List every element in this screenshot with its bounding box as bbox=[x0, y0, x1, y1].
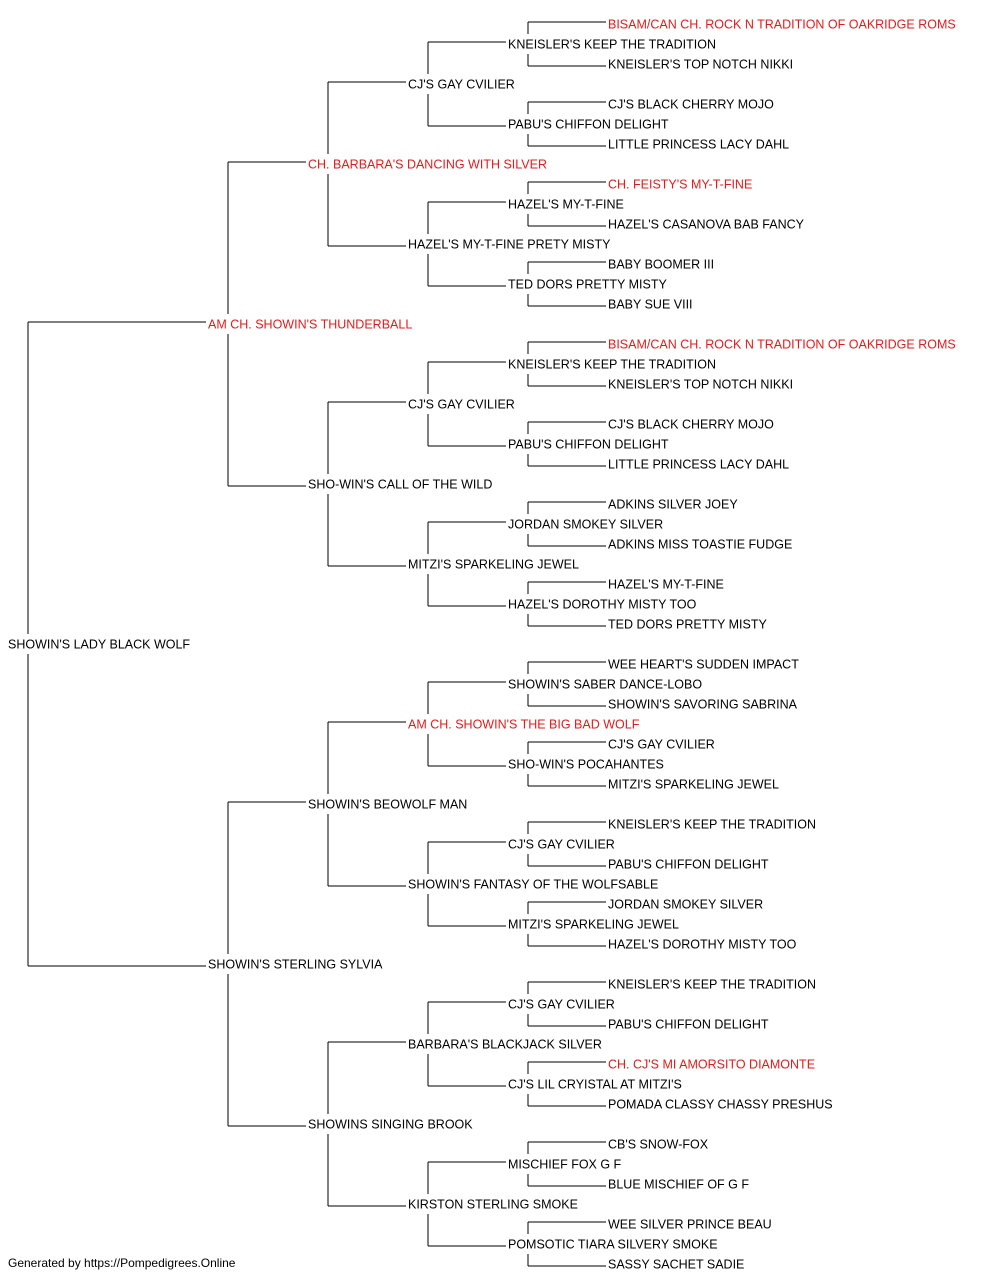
dog-name: SHOWIN'S FANTASY OF THE WOLFSABLE bbox=[408, 878, 658, 892]
dog-name: PABU'S CHIFFON DELIGHT bbox=[508, 118, 669, 132]
dog-name: BARBARA'S BLACKJACK SILVER bbox=[408, 1038, 602, 1052]
dog-name: POMSOTIC TIARA SILVERY SMOKE bbox=[508, 1238, 718, 1252]
dog-name: KNEISLER'S TOP NOTCH NIKKI bbox=[608, 378, 793, 392]
dog-name-champion: BISAM/CAN CH. ROCK N TRADITION OF OAKRID… bbox=[608, 18, 956, 32]
dog-name: CJ'S GAY CVILIER bbox=[508, 998, 615, 1012]
dog-name: ADKINS SILVER JOEY bbox=[608, 498, 738, 512]
dog-name: KIRSTON STERLING SMOKE bbox=[408, 1198, 578, 1212]
dog-name-champion: AM CH. SHOWIN'S THUNDERBALL bbox=[208, 318, 412, 332]
dog-name: SASSY SACHET SADIE bbox=[608, 1258, 744, 1272]
dog-name-champion: BISAM/CAN CH. ROCK N TRADITION OF OAKRID… bbox=[608, 338, 956, 352]
dog-name: KNEISLER'S KEEP THE TRADITION bbox=[608, 818, 816, 832]
dog-name-champion: CH. FEISTY'S MY-T-FINE bbox=[608, 178, 752, 192]
dog-name: SHOWIN'S STERLING SYLVIA bbox=[208, 958, 383, 972]
dog-name: MITZI'S SPARKELING JEWEL bbox=[608, 778, 779, 792]
dog-name: CJ'S GAY CVILIER bbox=[408, 398, 515, 412]
dog-name: BABY BOOMER III bbox=[608, 258, 714, 272]
dog-name: SHOWIN'S BEOWOLF MAN bbox=[308, 798, 467, 812]
dog-name: HAZEL'S MY-T-FINE bbox=[508, 198, 624, 212]
dog-name: BABY SUE VIII bbox=[608, 298, 693, 312]
dog-name: CB'S SNOW-FOX bbox=[608, 1138, 709, 1152]
dog-name: SHO-WIN'S POCAHANTES bbox=[508, 758, 664, 772]
dog-name: MITZI'S SPARKELING JEWEL bbox=[508, 918, 679, 932]
dog-name: PABU'S CHIFFON DELIGHT bbox=[508, 438, 669, 452]
dog-name: MITZI'S SPARKELING JEWEL bbox=[408, 558, 579, 572]
dog-name: CJ'S GAY CVILIER bbox=[408, 78, 515, 92]
dog-name: MISCHIEF FOX G F bbox=[508, 1158, 622, 1172]
dog-name: KNEISLER'S KEEP THE TRADITION bbox=[508, 358, 716, 372]
dog-name: PABU'S CHIFFON DELIGHT bbox=[608, 858, 769, 872]
dog-name: CJ'S LIL CRYISTAL AT MITZI'S bbox=[508, 1078, 682, 1092]
dog-name: SHOWIN'S LADY BLACK WOLF bbox=[8, 638, 190, 652]
footer-credit: Generated by https://Pompedigrees.Online bbox=[8, 1256, 236, 1270]
dog-name: TED DORS PRETTY MISTY bbox=[608, 618, 767, 632]
dog-name: CJ'S BLACK CHERRY MOJO bbox=[608, 418, 774, 432]
dog-name: CJ'S GAY CVILIER bbox=[508, 838, 615, 852]
dog-name: JORDAN SMOKEY SILVER bbox=[508, 518, 663, 532]
dog-name: HAZEL'S DOROTHY MISTY TOO bbox=[608, 938, 797, 952]
dog-name: HAZEL'S DOROTHY MISTY TOO bbox=[508, 598, 697, 612]
dog-name: WEE HEART'S SUDDEN IMPACT bbox=[608, 658, 799, 672]
dog-name: WEE SILVER PRINCE BEAU bbox=[608, 1218, 772, 1232]
dog-name: TED DORS PRETTY MISTY bbox=[508, 278, 667, 292]
dog-name: HAZEL'S MY-T-FINE bbox=[608, 578, 724, 592]
dog-name-champion: CH. CJ'S MI AMORSITO DIAMONTE bbox=[608, 1058, 815, 1072]
dog-name: LITTLE PRINCESS LACY DAHL bbox=[608, 458, 789, 472]
dog-name: KNEISLER'S TOP NOTCH NIKKI bbox=[608, 58, 793, 72]
dog-name: SHO-WIN'S CALL OF THE WILD bbox=[308, 478, 492, 492]
dog-name: SHOWIN'S SABER DANCE-LOBO bbox=[508, 678, 702, 692]
dog-name: SHOWINS SINGING BROOK bbox=[308, 1118, 473, 1132]
dog-name: HAZEL'S CASANOVA BAB FANCY bbox=[608, 218, 805, 232]
dog-name: KNEISLER'S KEEP THE TRADITION bbox=[508, 38, 716, 52]
dog-name: HAZEL'S MY-T-FINE PRETY MISTY bbox=[408, 238, 611, 252]
dog-name: CJ'S GAY CVILIER bbox=[608, 738, 715, 752]
dog-name: BLUE MISCHIEF OF G F bbox=[608, 1178, 749, 1192]
dog-name-champion: CH. BARBARA'S DANCING WITH SILVER bbox=[308, 158, 547, 172]
dog-name-champion: AM CH. SHOWIN'S THE BIG BAD WOLF bbox=[408, 718, 640, 732]
dog-name: LITTLE PRINCESS LACY DAHL bbox=[608, 138, 789, 152]
dog-name: ADKINS MISS TOASTIE FUDGE bbox=[608, 538, 792, 552]
dog-name: CJ'S BLACK CHERRY MOJO bbox=[608, 98, 774, 112]
dog-name: PABU'S CHIFFON DELIGHT bbox=[608, 1018, 769, 1032]
dog-name: POMADA CLASSY CHASSY PRESHUS bbox=[608, 1098, 833, 1112]
dog-name: JORDAN SMOKEY SILVER bbox=[608, 898, 763, 912]
dog-name: KNEISLER'S KEEP THE TRADITION bbox=[608, 978, 816, 992]
dog-name: SHOWIN'S SAVORING SABRINA bbox=[608, 698, 798, 712]
